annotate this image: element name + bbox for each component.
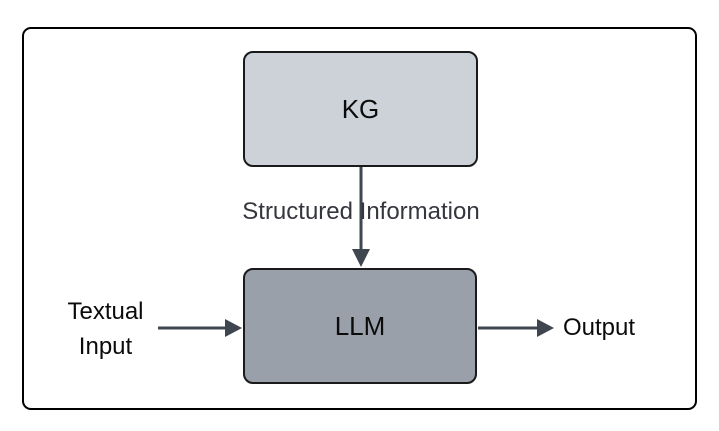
- arrow-head-down-icon: [352, 249, 370, 267]
- arrow-head-right-icon: [225, 319, 242, 337]
- llm-node-label: LLM: [334, 310, 386, 341]
- kg-node-label: KG: [341, 93, 380, 124]
- arrow-input-to-llm: [158, 319, 242, 337]
- llm-node: LLM: [243, 268, 477, 384]
- structured-information-label: Structured Information: [242, 198, 480, 225]
- arrow-head-right-icon: [537, 319, 554, 337]
- output-label: Output: [563, 314, 636, 341]
- arrow-llm-to-output: [478, 319, 554, 337]
- textual-input-label: Textual Input: [67, 298, 144, 360]
- arrow-kg-to-llm: [352, 167, 370, 267]
- diagram-frame: [22, 27, 697, 410]
- kg-node: KG: [243, 51, 478, 167]
